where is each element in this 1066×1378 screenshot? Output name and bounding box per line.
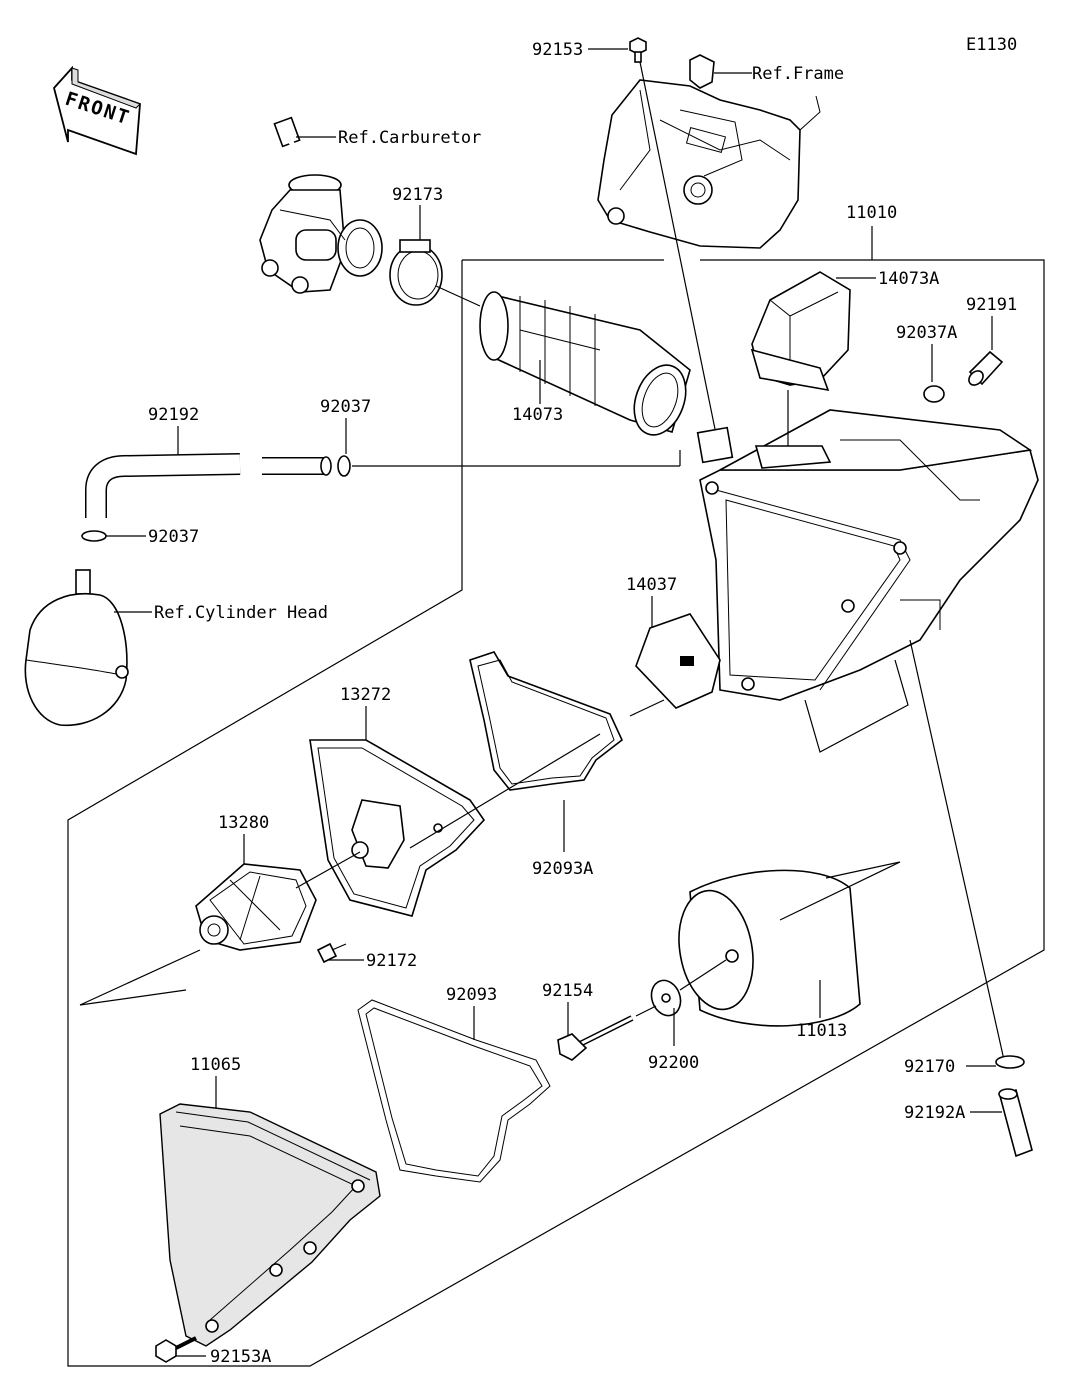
intake-duct-14073: 14073 (479, 291, 691, 436)
front-arrow-icon: FRONT (53, 65, 141, 156)
part-label-14037: 14037 (626, 575, 677, 595)
part-label-92153: 92153 (532, 40, 583, 60)
frame-bracket: Ref.Frame (597, 54, 844, 249)
part-label-13280: 13280 (218, 813, 269, 833)
carburetor: Ref.Carburetor (259, 116, 481, 294)
part-label-92192: 92192 (148, 405, 199, 425)
element-11013: 11013 (678, 861, 901, 1041)
washer-92200: 92200 (648, 979, 699, 1073)
part-label-92172: 92172 (366, 951, 417, 971)
bolt-92154: 92154 (542, 981, 657, 1061)
gasket-92093: 92093 (357, 985, 551, 1183)
air-box-11010: 11010 (696, 203, 1039, 1061)
part-label-92192A: 92192A (904, 1103, 965, 1123)
ref-cylinder-head-label: Ref.Cylinder Head (154, 603, 328, 623)
part-label-14073A: 14073A (878, 269, 939, 289)
breather-hose-92192: 92192 (85, 405, 332, 518)
part-label-11013: 11013 (796, 1021, 847, 1041)
bolt-92153A: 92153A (155, 1336, 271, 1367)
diagram-code: E1130 (966, 35, 1017, 55)
screw-92172: 92172 (316, 942, 417, 971)
holder-13272: 13272 (309, 685, 601, 917)
clip-92037-top: 92037 (320, 397, 681, 477)
cylinder-head-cover: 92037 Ref.Cylinder Head (24, 527, 328, 727)
part-label-92037-top: 92037 (320, 397, 371, 417)
clip-92170: 92170 (904, 1055, 1025, 1077)
holder-13280: 13280 (79, 813, 361, 1006)
bolt-92153: 92153 (532, 37, 717, 435)
plate-14037: 14037 (626, 575, 721, 717)
part-label-92153A: 92153A (210, 1347, 271, 1367)
tube-92191: 92191 92037A (896, 295, 1017, 403)
part-label-11010: 11010 (846, 203, 897, 223)
part-label-11065: 11065 (190, 1055, 241, 1075)
part-label-14073: 14073 (512, 405, 563, 425)
gasket-92093A: 92093A (469, 651, 623, 879)
part-label-92191: 92191 (966, 295, 1017, 315)
cover-11065: 11065 (159, 1055, 381, 1347)
ref-carburetor-label: Ref.Carburetor (338, 128, 481, 148)
part-label-92093: 92093 (446, 985, 497, 1005)
part-label-13272: 13272 (340, 685, 391, 705)
clamp-92173: 92173 (389, 185, 481, 307)
assembly-outline (67, 226, 1045, 1367)
part-label-92154: 92154 (542, 981, 593, 1001)
part-label-92173: 92173 (392, 185, 443, 205)
ref-frame-label: Ref.Frame (752, 64, 844, 84)
part-label-92093A: 92093A (532, 859, 593, 879)
part-label-92037A: 92037A (896, 323, 957, 343)
part-label-92170: 92170 (904, 1057, 955, 1077)
part-label-92200: 92200 (648, 1053, 699, 1073)
part-label-92037-bottom: 92037 (148, 527, 199, 547)
tube-92192A: 92192A (904, 1088, 1033, 1158)
duct-14073A: 14073A (750, 269, 939, 446)
